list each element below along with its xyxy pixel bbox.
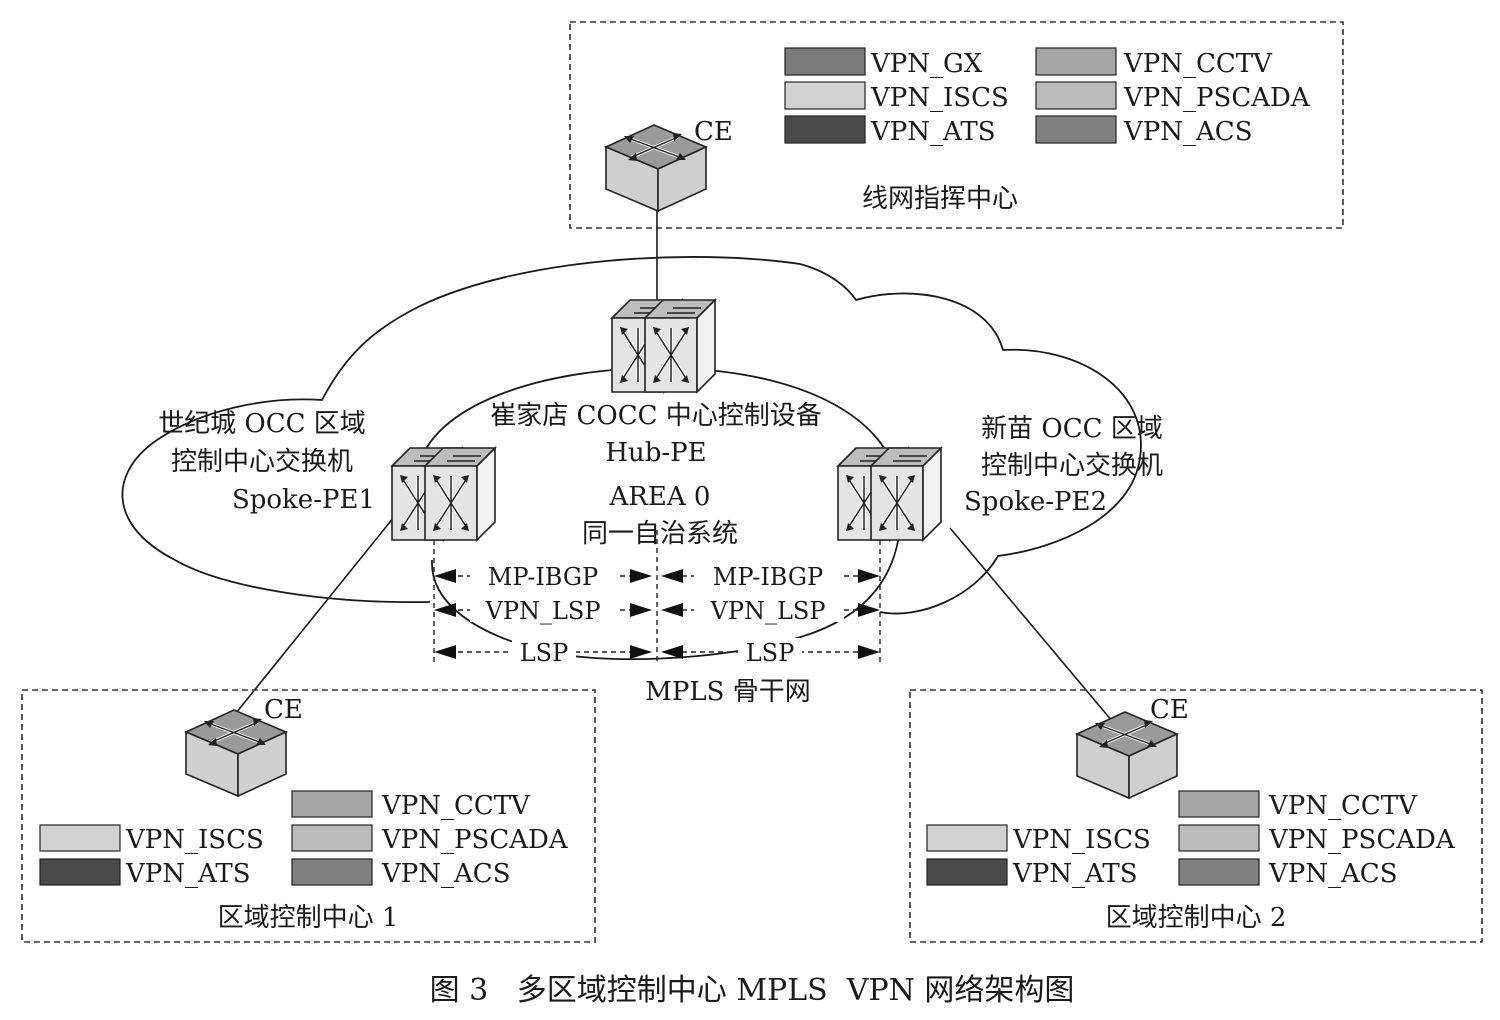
- region2-legend-vpn-pscada: VPN_PSCADA: [1268, 825, 1456, 855]
- mpls-cloud: [121, 256, 1142, 615]
- command-center-legend: VPN_GX VPN_ISCS VPN_ATS VPN_CCTV VPN_PSC…: [784, 47, 1311, 147]
- legend-swatch-vpn-iscs: [784, 81, 866, 110]
- command-center-ce-label: CE: [694, 117, 733, 147]
- figure-caption: 图 3 多区域控制中心 MPLS VPN 网络架构图: [430, 973, 1075, 1008]
- command-center-box: [569, 21, 1344, 229]
- region1-name: 区域控制中心 1: [218, 903, 399, 933]
- mp-ibgp-arrows: [434, 562, 880, 588]
- spoke1-label-line3: Spoke-PE1: [232, 485, 375, 515]
- legend-label-vpn-acs: VPN_ACS: [1123, 117, 1253, 147]
- command-center-name: 线网指挥中心: [862, 184, 1018, 214]
- spoke2-label-line2: 控制中心交换机: [981, 451, 1163, 481]
- region1-box: [21, 689, 596, 943]
- legend-label-vpn-gx: VPN_GX: [870, 49, 983, 79]
- region2-legend: VPN_ISCS VPN_ATS VPN_CCTV VPN_PSCADA VPN…: [926, 790, 1456, 889]
- command-center-ce-switch-icon: [604, 123, 708, 213]
- hub-pe-device-icon: [610, 298, 717, 394]
- legend-label-vpn-iscs: VPN_ISCS: [870, 83, 1009, 113]
- mpls-backbone-label: MPLS 骨干网: [645, 677, 810, 707]
- legend-swatch-vpn-acs: [1035, 115, 1117, 144]
- region2-legend-vpn-cctv: VPN_CCTV: [1268, 791, 1418, 821]
- lsp-arrows: [434, 638, 880, 664]
- region2-legend-vpn-acs: VPN_ACS: [1268, 859, 1398, 889]
- legend-swatch-vpn-cctv: [1035, 47, 1117, 76]
- link-spoke2-to-region2-ce: [949, 527, 1129, 741]
- region1-legend-vpn-pscada: VPN_PSCADA: [381, 825, 569, 855]
- mp-ibgp-label-right: MP-IBGP: [713, 563, 823, 591]
- spoke1-label-line2: 控制中心交换机: [171, 447, 353, 477]
- legend-swatch-vpn-ats: [784, 115, 866, 144]
- link-spoke1-to-region1-ce: [231, 511, 399, 719]
- region2-name: 区域控制中心 2: [1106, 903, 1287, 933]
- spoke2-label-line3: Spoke-PE2: [964, 487, 1107, 517]
- spoke-pe2-device-icon: [836, 446, 943, 542]
- vpn-lsp-label-left: VPN_LSP: [484, 597, 600, 625]
- region1-legend-vpn-cctv: VPN_CCTV: [381, 791, 531, 821]
- region2-legend-vpn-iscs: VPN_ISCS: [1012, 825, 1151, 855]
- region2-legend-vpn-ats: VPN_ATS: [1012, 859, 1138, 889]
- legend-swatch-vpn-gx: [784, 47, 866, 76]
- vpn-lsp-label-right: VPN_LSP: [709, 597, 825, 625]
- region1-ce-label: CE: [264, 695, 303, 725]
- region2-ce-label: CE: [1150, 695, 1189, 725]
- spoke-pe1-device-icon: [390, 446, 497, 542]
- lsp-label-right: LSP: [746, 639, 795, 667]
- mp-ibgp-label-left: MP-IBGP: [488, 563, 598, 591]
- hub-label-line1: 崔家店 COCC 中心控制设备: [490, 401, 822, 431]
- hub-label-line2: Hub-PE: [605, 438, 706, 468]
- area-label-line2: 同一自治系统: [582, 519, 738, 549]
- legend-label-vpn-pscada: VPN_PSCADA: [1123, 83, 1311, 113]
- region1-legend-vpn-ats: VPN_ATS: [125, 859, 251, 889]
- spoke1-label-line1: 世纪城 OCC 区域: [158, 409, 366, 439]
- area-label-line1: AREA 0: [609, 482, 711, 512]
- region2-box: [909, 689, 1483, 943]
- region1-legend: VPN_ISCS VPN_ATS VPN_CCTV VPN_PSCADA VPN…: [39, 790, 569, 889]
- legend-label-vpn-ats: VPN_ATS: [870, 117, 996, 147]
- vpn-lsp-arrows: [434, 596, 880, 622]
- region1-legend-vpn-iscs: VPN_ISCS: [125, 825, 264, 855]
- lsp-label-left: LSP: [520, 639, 569, 667]
- legend-label-vpn-cctv: VPN_CCTV: [1123, 49, 1273, 79]
- legend-swatch-vpn-pscada: [1035, 81, 1117, 110]
- spoke2-label-line1: 新苗 OCC 区域: [981, 414, 1163, 444]
- region1-legend-vpn-acs: VPN_ACS: [381, 859, 511, 889]
